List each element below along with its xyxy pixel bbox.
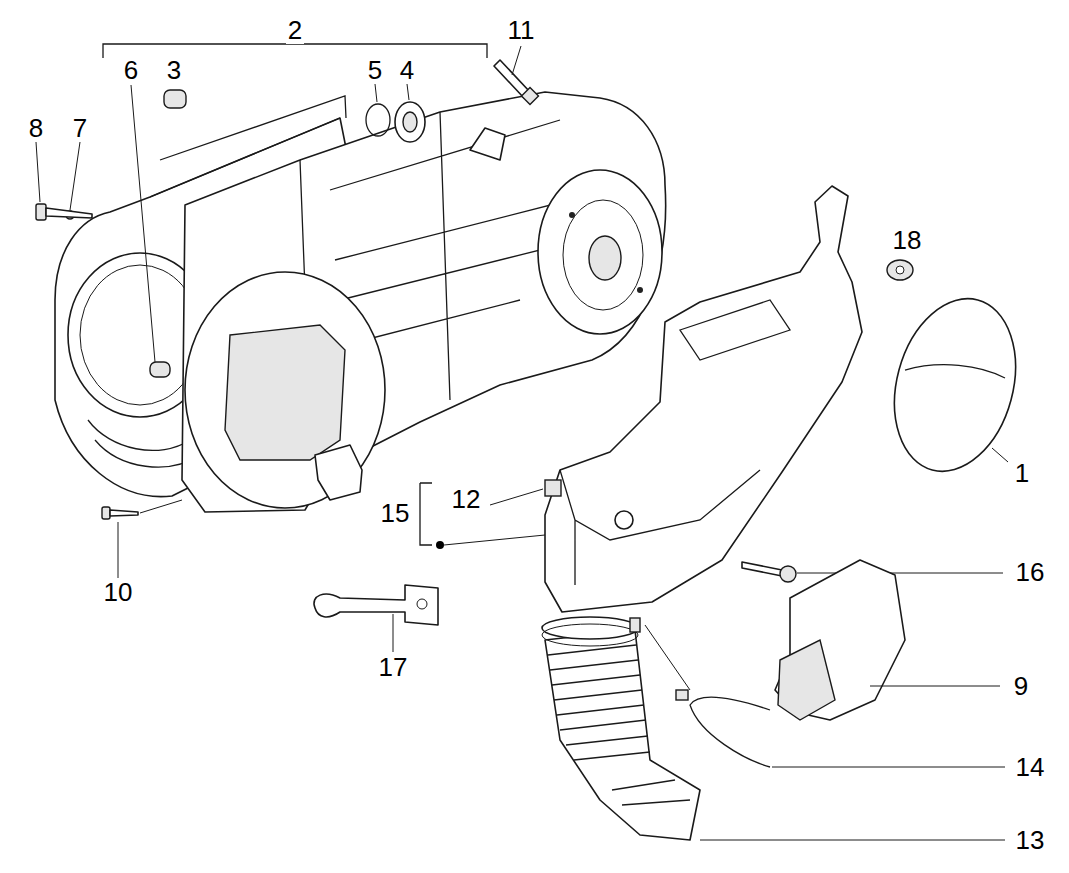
screw-head [36, 204, 46, 220]
screw-8 [36, 142, 92, 220]
duct-window [680, 300, 790, 360]
cover-boss [470, 128, 505, 160]
plate-hole-rim [80, 265, 200, 405]
leader-line [797, 573, 1003, 574]
callout-number: 1 [1013, 459, 1031, 487]
bracket-hole [417, 599, 427, 609]
leader-line [118, 500, 182, 578]
callout-number: 5 [366, 56, 384, 84]
duct-mount [615, 511, 633, 529]
bracket [314, 585, 438, 625]
callout-number: 6 [122, 56, 140, 84]
callout-number: 17 [377, 653, 410, 681]
callout-number: 18 [891, 226, 924, 254]
leader-line [375, 84, 377, 102]
leader-line [407, 84, 409, 100]
clamp [542, 617, 638, 639]
clutch-dome [538, 170, 662, 334]
bearing-inner [403, 112, 417, 132]
callout-number: 16 [1014, 558, 1047, 586]
clamp [542, 624, 638, 646]
leader-line [700, 840, 1005, 841]
cover-disc [876, 285, 1034, 485]
bearing-4 [395, 84, 425, 142]
callout-number: 7 [71, 114, 89, 142]
leader-line [870, 686, 1000, 687]
callout-number: 4 [398, 56, 416, 84]
screw-head [522, 88, 539, 105]
callout-number: 15 [379, 499, 412, 527]
group-bracket [420, 483, 432, 545]
clamp [690, 697, 770, 767]
intake-mouth [778, 640, 835, 720]
duct-edges [560, 470, 760, 585]
hose-clamps [542, 617, 1005, 767]
screw-shank [46, 208, 92, 218]
leader-line [992, 448, 1008, 462]
dowel-6 [131, 85, 170, 377]
disc [876, 285, 1034, 485]
group-dot [436, 541, 444, 549]
callout-number: 10 [102, 578, 135, 606]
leader-line [131, 85, 155, 362]
cover-outline [182, 92, 666, 512]
hose-corrugation [548, 645, 690, 805]
intake [775, 560, 1000, 720]
callout-number: 11 [506, 16, 537, 44]
leader-line [393, 614, 394, 652]
clip [545, 480, 561, 496]
circlip [366, 104, 390, 136]
callout-number: 12 [450, 485, 483, 513]
fan-housing [185, 272, 385, 508]
callout-number: 3 [165, 56, 183, 84]
screw-10 [102, 500, 182, 578]
cover-spout [315, 445, 362, 500]
screw-11 [494, 46, 538, 104]
dowel [164, 90, 186, 108]
nut-body [887, 260, 913, 280]
dowel-3 [164, 90, 186, 108]
callout-number: 14 [1014, 753, 1047, 781]
dome-hub [589, 236, 621, 280]
leader-line [512, 46, 521, 75]
dowel [150, 362, 170, 377]
bearing-outer [395, 102, 425, 142]
dome-bolt [637, 287, 643, 293]
hose [545, 630, 1005, 840]
leader-line [36, 142, 80, 210]
bracket-17 [314, 585, 438, 652]
leader-line [645, 625, 1005, 767]
clamp-screw [630, 618, 640, 632]
duct-outline [545, 186, 862, 612]
screw-shank [110, 510, 138, 516]
air-duct [420, 186, 862, 612]
screw-head [102, 507, 110, 519]
clamp-screw [676, 690, 688, 700]
leader-line [490, 489, 543, 505]
screw-shank [742, 562, 782, 576]
callout-number: 8 [27, 114, 45, 142]
nut [887, 260, 913, 280]
disc-line [905, 365, 1005, 378]
callout-number: 13 [1014, 826, 1047, 854]
group-bracket [103, 40, 491, 116]
hose-body [545, 630, 700, 840]
transmission-cover [182, 92, 666, 512]
screw-head [780, 566, 796, 582]
circlip-5 [366, 84, 390, 136]
dome-ring [563, 200, 643, 310]
dome-bolt [569, 212, 575, 218]
leader-line [444, 535, 545, 545]
nut-hole [896, 266, 904, 274]
intake-body [775, 560, 905, 720]
fan-opening [225, 325, 345, 460]
callout-number: 2 [286, 16, 304, 44]
callout-number: 9 [1012, 672, 1030, 700]
